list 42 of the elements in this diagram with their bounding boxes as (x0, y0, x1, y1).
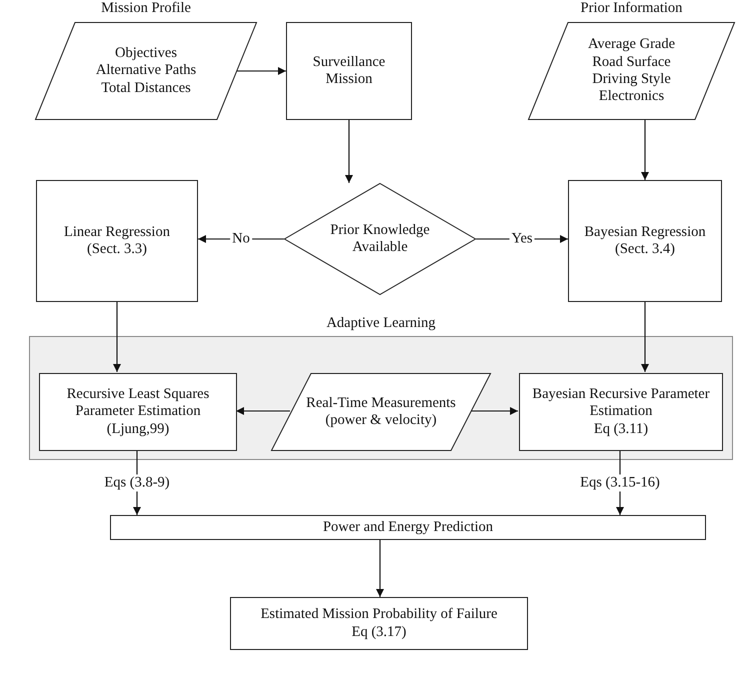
node-label: Prior Knowledge Available (329, 222, 431, 256)
node-label: (Sect. 3.3) (87, 241, 147, 258)
node-label: Bayesian Regression (584, 224, 706, 241)
arrow (641, 302, 649, 372)
heading: Mission Profile (100, 0, 192, 17)
node-label: Recursive Least Squares Parameter Estimation (Ljung,99) (66, 386, 210, 438)
node-label: Road Surface (592, 54, 671, 71)
node-label: Power and Energy Prediction (322, 518, 494, 536)
process-box (286, 22, 412, 120)
process-box (568, 180, 722, 302)
node-label: Driving Style (592, 71, 671, 88)
node-label: Average Grade (588, 36, 676, 54)
node-label: Alternative Paths (96, 62, 196, 80)
process-box (519, 373, 723, 451)
node-label: Total Distances (101, 80, 191, 98)
heading: Prior Information (580, 0, 684, 17)
node-label: Linear Regression (64, 224, 170, 241)
heading: Adaptive Learning (325, 315, 437, 332)
node-label: Eq (3.11) (594, 420, 648, 438)
arrow (236, 407, 290, 415)
arrow (198, 235, 284, 243)
process-box (230, 597, 528, 650)
edge-label: Eqs (3.8-9) (102, 474, 172, 491)
process-box (39, 373, 237, 451)
arrow (113, 302, 121, 372)
node-label: Estimated Mission Probability of Failure (260, 606, 498, 624)
node-label: Real-Time Measurements (306, 394, 456, 412)
arrow (641, 120, 649, 180)
arrow (376, 540, 384, 597)
arrow (345, 120, 353, 183)
node-label: Electronics (598, 88, 664, 106)
node-label: (power & velocity) (325, 412, 437, 430)
node-label: Objectives (114, 44, 177, 62)
arrow (470, 407, 518, 415)
node-label: (Sect. 3.4) (615, 241, 675, 258)
node-label: Bayesian Recursive Parameter Estimation (531, 386, 711, 421)
arrow (237, 67, 286, 75)
edge-label: Eqs (3.15-16) (578, 474, 662, 491)
process-box (36, 180, 198, 302)
process-box (110, 515, 706, 540)
node-label: Eq (3.17) (352, 624, 406, 641)
node-label: Surveillance Mission (312, 54, 386, 88)
